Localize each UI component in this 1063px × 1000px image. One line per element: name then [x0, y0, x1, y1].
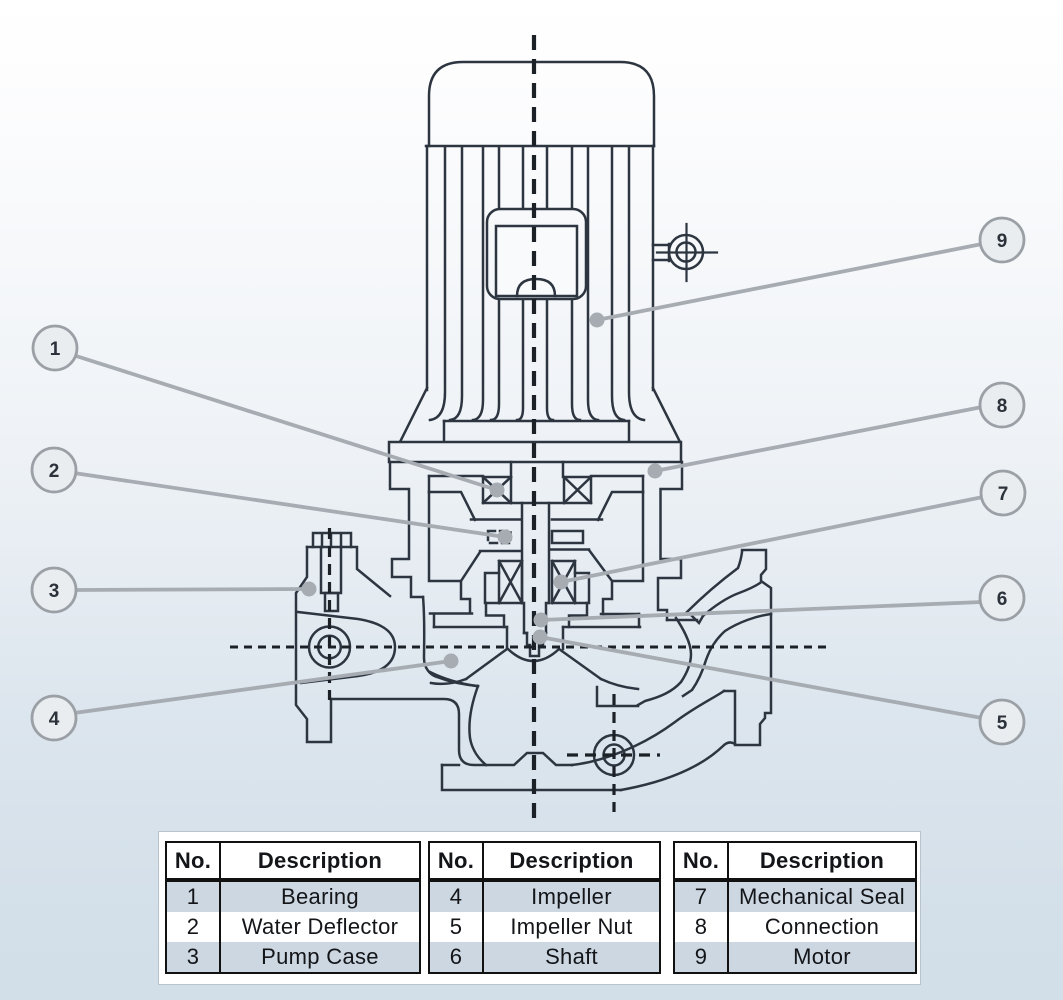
svg-text:7: 7 [998, 484, 1009, 505]
svg-text:2: 2 [49, 461, 60, 482]
svg-text:4: 4 [49, 709, 60, 730]
svg-text:1: 1 [50, 339, 61, 360]
svg-text:9: 9 [997, 231, 1008, 252]
svg-text:8: 8 [997, 396, 1008, 417]
svg-text:3: 3 [49, 581, 60, 602]
svg-text:6: 6 [997, 589, 1008, 610]
svg-text:5: 5 [997, 713, 1008, 734]
